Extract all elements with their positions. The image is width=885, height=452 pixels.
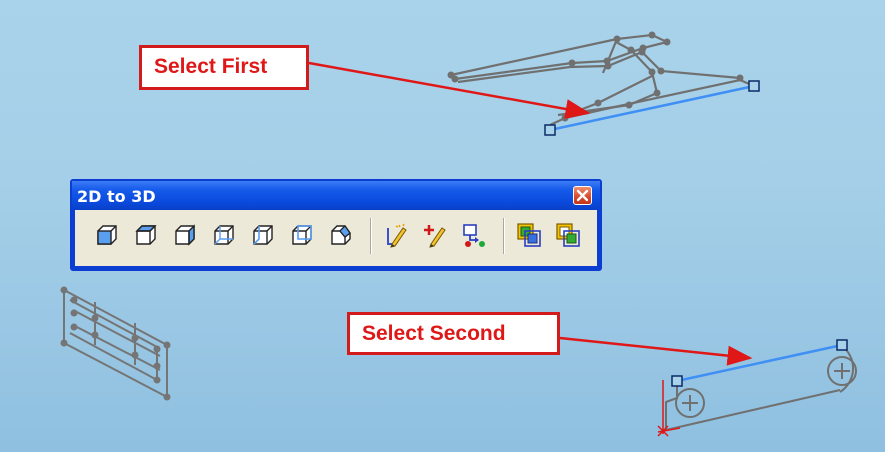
toolbar-separator <box>370 218 372 254</box>
cut-icon <box>556 223 580 247</box>
cube-left-icon <box>253 225 273 245</box>
edge-endpoint-handle[interactable] <box>748 80 760 92</box>
close-icon <box>576 189 589 202</box>
sketch-top-right-points <box>447 31 744 122</box>
edge-endpoint-handle[interactable] <box>671 375 683 387</box>
sketch-top-right <box>450 33 755 126</box>
toolbar-titlebar[interactable]: 2D to 3D <box>72 181 600 210</box>
back-view-button[interactable] <box>287 220 317 250</box>
edge-endpoint-handle[interactable] <box>836 339 848 351</box>
toolbar-2d-to-3d[interactable]: 2D to 3D <box>70 179 602 271</box>
cube-bottom-icon <box>214 225 234 245</box>
extrude-icon <box>517 223 541 247</box>
callout-select-second: Select Second <box>347 312 560 355</box>
toolbar-separator <box>503 218 505 254</box>
cube-auxiliary-icon <box>331 225 351 245</box>
create-sketch-button[interactable] <box>381 220 411 250</box>
cube-front-icon <box>97 225 117 245</box>
extrude-button[interactable] <box>514 220 544 250</box>
sketch-left-points <box>60 286 171 401</box>
callout-arrow-second <box>559 336 753 366</box>
top-view-button[interactable] <box>131 220 161 250</box>
sketch-bottom-right <box>665 345 857 432</box>
selected-edge-second[interactable] <box>676 343 843 383</box>
auxiliary-view-button[interactable] <box>326 220 356 250</box>
selected-edge-first[interactable] <box>549 84 755 132</box>
right-view-button[interactable] <box>170 220 200 250</box>
sketch-left <box>63 289 168 399</box>
callout-select-first: Select First <box>139 45 309 90</box>
close-button[interactable] <box>573 186 592 205</box>
sketch-origin-axes <box>657 380 681 437</box>
cut-button[interactable] <box>553 220 583 250</box>
sketch-pencil-icon <box>387 223 407 248</box>
add-sketch-icon <box>424 225 446 248</box>
cube-back-icon <box>292 225 312 245</box>
callout-arrow-first <box>308 61 591 119</box>
toolbar-body <box>75 210 597 266</box>
align-sketch-button[interactable] <box>459 220 489 250</box>
edge-endpoint-handle[interactable] <box>544 124 556 136</box>
cube-top-icon <box>135 225 157 245</box>
align-sketch-icon <box>463 224 485 247</box>
left-view-button[interactable] <box>248 220 278 250</box>
toolbar-title: 2D to 3D <box>77 187 156 206</box>
bottom-view-button[interactable] <box>209 220 239 250</box>
cube-right-icon <box>175 224 195 246</box>
front-view-button[interactable] <box>92 220 122 250</box>
add-to-sketch-button[interactable] <box>420 220 450 250</box>
